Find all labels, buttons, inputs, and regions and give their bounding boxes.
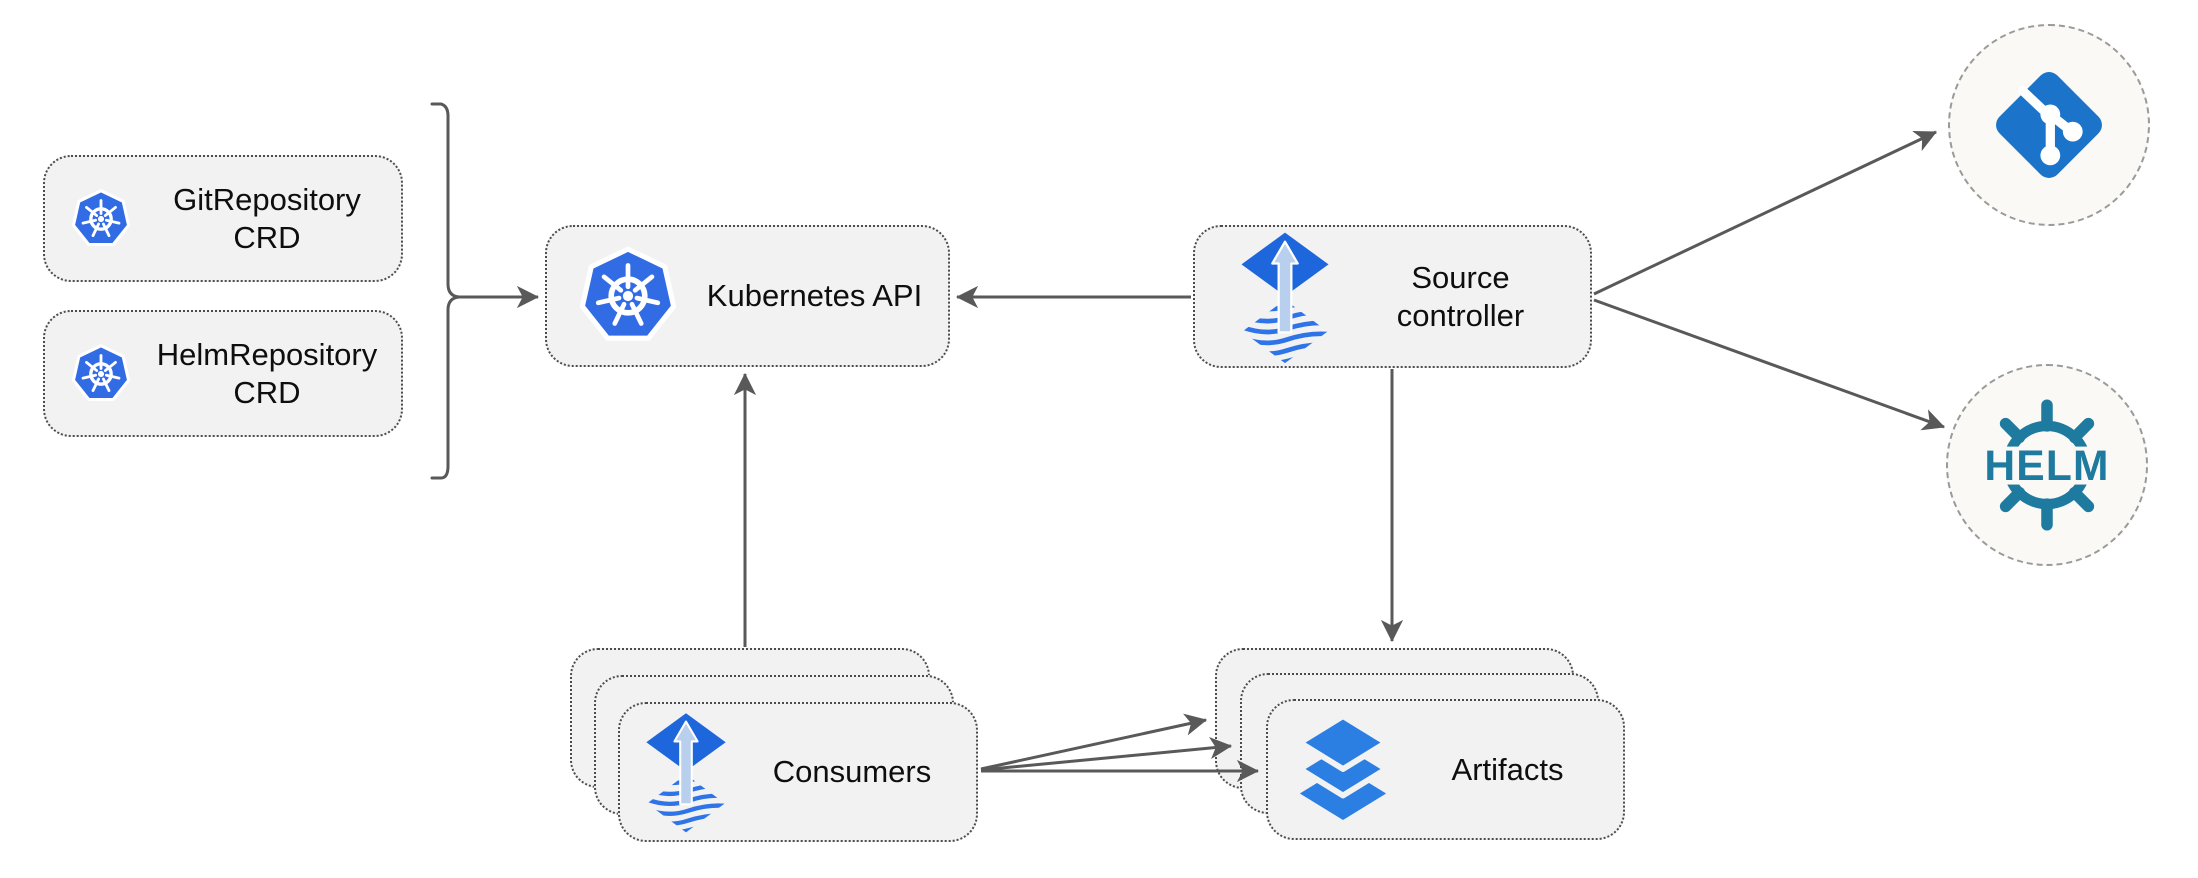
label-line1: Source (1411, 259, 1510, 295)
node-helm-source: HELM (1946, 364, 2148, 566)
node-git-repository-crd: GitRepository CRD (43, 155, 403, 282)
node-label: GitRepository CRD (133, 181, 401, 257)
arrow-source-controller-to-helm (1593, 298, 1946, 431)
git-icon (1983, 59, 2115, 191)
flux-source-icon (644, 710, 728, 834)
label-line1: GitRepository (173, 181, 361, 217)
node-artifacts: Artifacts (1266, 699, 1625, 840)
arrow-source-controller-to-git (1593, 130, 1938, 296)
node-helm-repository-crd: HelmRepository CRD (43, 310, 403, 437)
group-brace (430, 102, 460, 480)
node-source-controller: Source controller (1193, 225, 1592, 368)
label-line2: controller (1396, 297, 1525, 333)
kubernetes-icon (69, 187, 133, 251)
node-label: HelmRepository CRD (133, 336, 401, 412)
helm-icon: HELM (1978, 396, 2116, 534)
helm-logo-text: HELM (1984, 442, 2109, 490)
node-git-source (1948, 24, 2150, 226)
node-label: Consumers (772, 754, 932, 789)
arrow-consumers-to-artifacts-middle (980, 736, 1233, 772)
layers-icon (1294, 710, 1392, 830)
label-line1: HelmRepository (156, 336, 378, 372)
node-kubernetes-api: Kubernetes API (545, 225, 950, 367)
node-label: Source controller (1331, 259, 1590, 335)
label-line2: CRD (233, 219, 301, 255)
kubernetes-icon (69, 342, 133, 406)
node-consumers: Consumers (618, 702, 978, 842)
flux-source-icon (1239, 229, 1331, 365)
label-line2: CRD (233, 374, 301, 410)
arrow-consumers-to-artifacts-back (980, 713, 1208, 771)
node-label: Kubernetes API (706, 278, 923, 313)
kubernetes-icon (575, 243, 681, 349)
node-label: Artifacts (1451, 751, 1564, 787)
